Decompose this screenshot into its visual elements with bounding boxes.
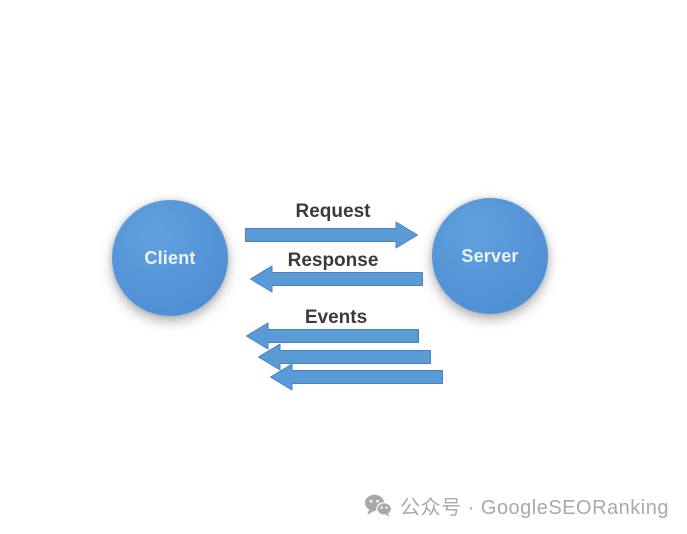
events-arrow-left-icon	[246, 322, 419, 350]
request-arrow-right-icon	[245, 221, 418, 249]
response-arrow-left-icon	[250, 265, 423, 293]
request-label: Request	[295, 201, 371, 222]
wechat-icon	[365, 494, 393, 517]
client-node-label: Client	[144, 247, 196, 268]
watermark-text: 公众号 · GoogleSEORanking	[400, 497, 669, 519]
server-node-label: Server	[461, 245, 519, 266]
events-label: Events	[304, 307, 368, 328]
response-label: Response	[287, 250, 379, 271]
events-arrow-left-icon	[258, 343, 431, 371]
server-node: Server	[432, 198, 548, 314]
watermark: 公众号 · GoogleSEORanking	[364, 491, 669, 520]
client-node: Client	[112, 200, 228, 316]
events-arrow-left-icon	[270, 363, 443, 391]
